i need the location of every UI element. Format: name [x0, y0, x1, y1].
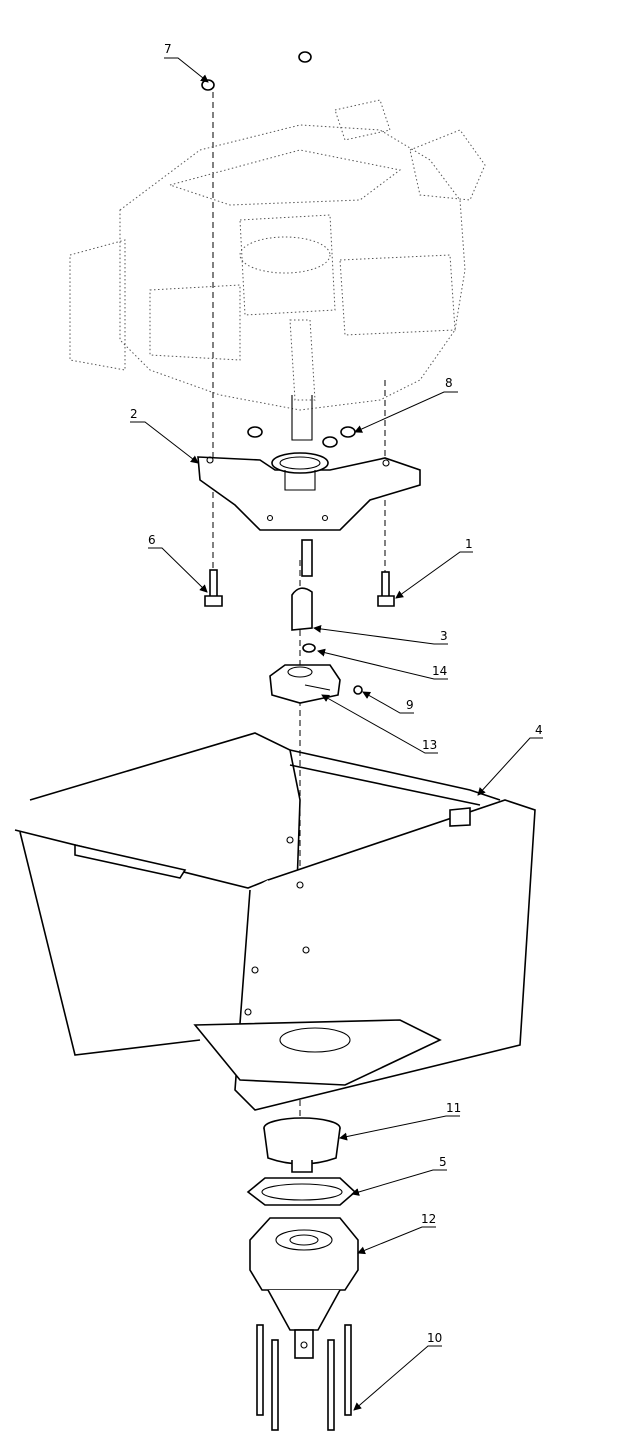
nuts-8	[247, 426, 356, 448]
bolts-10	[256, 1324, 352, 1431]
callout-6: 6	[148, 533, 156, 547]
callout-9: 9	[406, 698, 414, 712]
clutch-assembly	[269, 664, 363, 704]
engine	[69, 51, 486, 441]
callout-10: 10	[427, 1331, 442, 1345]
gasket	[246, 1177, 357, 1206]
callout-2: 2	[130, 407, 138, 421]
bolts	[204, 539, 395, 607]
callout-4: 4	[535, 723, 543, 737]
key	[302, 643, 316, 653]
callout-labels: 7 8 2 6 1 3 14 9 13 4 11 5 12 10	[130, 42, 543, 1345]
frame	[14, 732, 536, 1111]
callout-1: 1	[465, 537, 473, 551]
mounting-plate	[197, 452, 421, 531]
nut-top-right	[298, 51, 312, 63]
gearbox	[249, 1217, 359, 1359]
callout-11: 11	[446, 1101, 461, 1115]
callout-7: 7	[164, 42, 172, 56]
callout-3: 3	[440, 629, 448, 643]
callout-14: 14	[432, 664, 447, 678]
cup	[263, 1117, 341, 1173]
leader-lines	[130, 57, 543, 1411]
callout-8: 8	[445, 376, 453, 390]
callout-5: 5	[439, 1155, 447, 1169]
coupler	[291, 587, 313, 631]
callout-13: 13	[422, 738, 437, 752]
callout-12: 12	[421, 1212, 436, 1226]
